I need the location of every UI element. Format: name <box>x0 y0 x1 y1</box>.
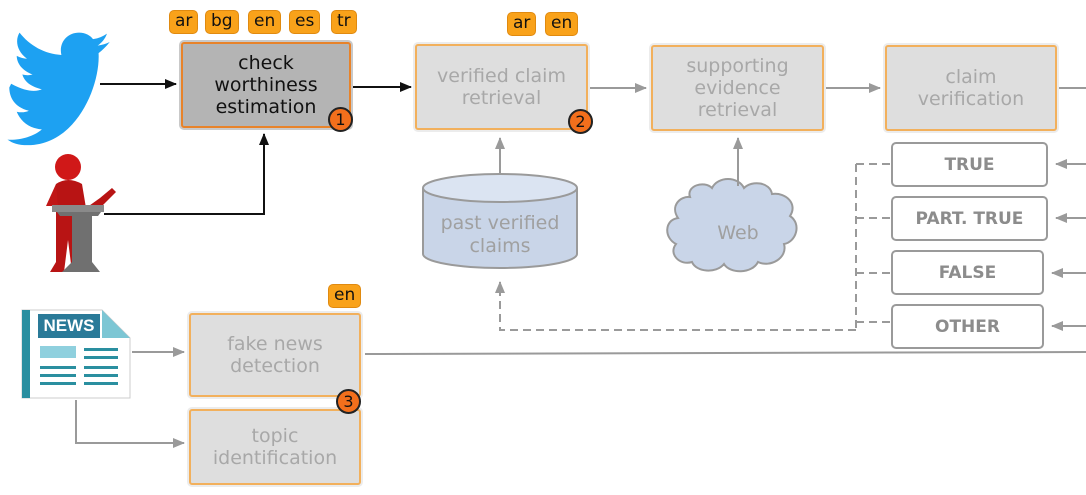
past-claims-database-icon <box>422 173 578 269</box>
verdict-part-true: PART. TRUE <box>891 196 1048 241</box>
lang-tag: tr <box>331 10 357 34</box>
twitter-bird-icon <box>7 32 110 146</box>
topic-box: topic identification <box>189 409 361 485</box>
lang-tag: ar <box>507 12 537 36</box>
step-number-badge: 2 <box>568 109 593 134</box>
claim-verification-box: claim verification <box>885 45 1057 131</box>
news-icon-text: NEWS <box>43 316 95 335</box>
lang-tag: es <box>289 10 321 34</box>
verdict-other: OTHER <box>891 304 1044 349</box>
step-number-badge: 1 <box>328 107 353 132</box>
line-fakenews-out <box>364 351 1086 355</box>
lang-tag: ar <box>169 10 199 34</box>
lang-tag: en <box>248 10 282 34</box>
arrow-news-to-topic <box>75 400 185 448</box>
news-icon <box>21 309 131 399</box>
fake-news-box: fake news detection <box>189 313 361 397</box>
database-label: past verified claims <box>440 212 560 257</box>
web-cloud-icon <box>666 178 798 273</box>
lang-tag: en <box>328 284 362 308</box>
arrow-speaker-to-check <box>104 133 269 215</box>
verdict-true: TRUE <box>891 142 1048 187</box>
claim-retrieval-box: verified claim retrieval <box>415 44 588 130</box>
verdict-false: FALSE <box>891 250 1044 295</box>
evidence-retrieval-box: supporting evidence retrieval <box>651 45 824 131</box>
verdict-feedback-dashed <box>495 163 890 331</box>
lang-tag: bg <box>205 10 239 34</box>
check-worthiness-box: check worthiness estimation <box>181 42 351 128</box>
web-label: Web <box>717 222 759 244</box>
lang-tag: en <box>545 12 579 36</box>
step-number-badge: 3 <box>336 389 361 414</box>
speaker-icon <box>46 154 116 272</box>
